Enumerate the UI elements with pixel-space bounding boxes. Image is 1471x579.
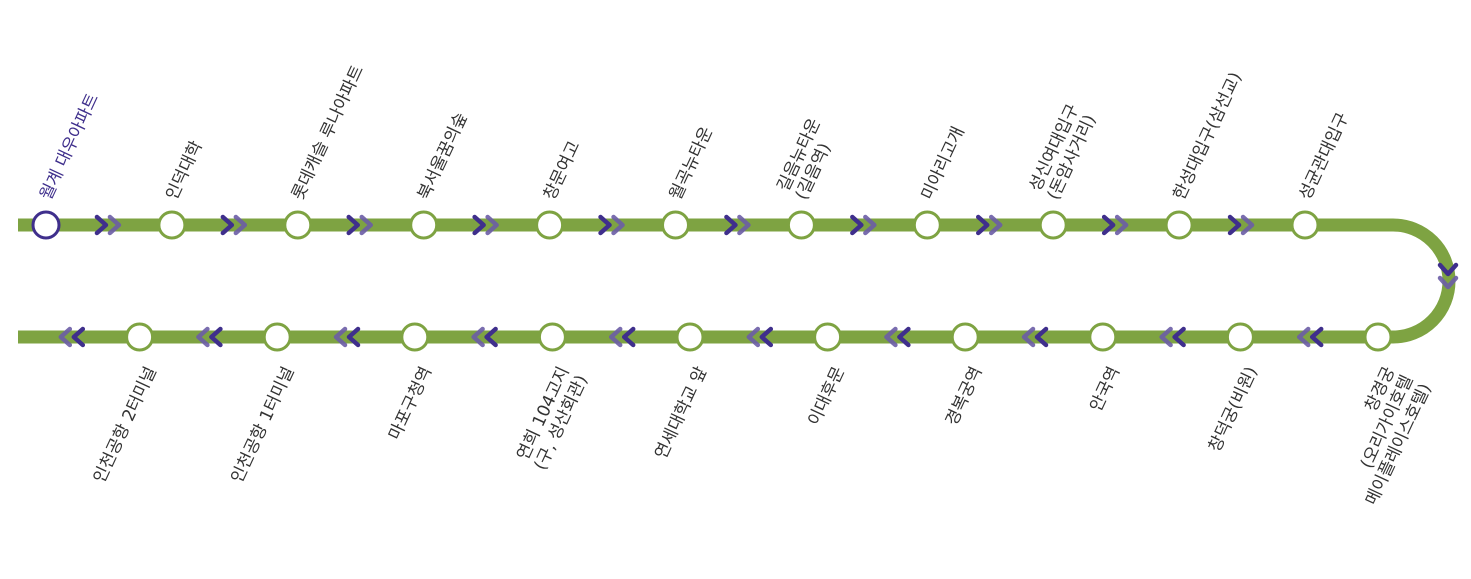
double-chevron-icon	[1159, 326, 1186, 348]
station-label-line: 북서울꿈의숲	[414, 110, 472, 204]
station-marker[interactable]	[1088, 322, 1118, 352]
station-label-line: 월계 대우아파트	[36, 91, 103, 204]
station-label: 길음뉴타운(길음역)	[774, 115, 836, 203]
double-chevron-icon	[1437, 262, 1459, 290]
station-marker[interactable]	[786, 210, 816, 240]
station-label: 롯데캐슬 루나아파트	[288, 62, 368, 203]
double-chevron-icon	[884, 326, 911, 348]
station-marker[interactable]	[1363, 322, 1393, 352]
double-chevron-icon	[94, 214, 122, 236]
double-chevron-icon	[1296, 326, 1324, 348]
station-label-line: 인덕대학	[162, 138, 207, 203]
station-label: 창문여고	[540, 138, 585, 203]
station-label: 성균관대입구	[1295, 110, 1353, 204]
double-chevron-icon	[598, 214, 625, 236]
station-label-line: 성균관대입구	[1295, 110, 1353, 204]
station-marker[interactable]	[661, 210, 690, 240]
station-label-line: 이대후문	[804, 364, 849, 429]
station-label-line: 경복궁역	[942, 364, 987, 429]
station-marker[interactable]	[950, 322, 980, 352]
station-marker[interactable]	[1290, 210, 1320, 240]
station-label-line: 마포구청역	[385, 364, 436, 443]
station-label: 한성대입구(삼선교)	[1170, 69, 1247, 203]
station-label: 미아리고개	[918, 124, 969, 203]
double-chevron-icon	[196, 326, 223, 348]
station-marker[interactable]	[262, 322, 292, 352]
station-marker[interactable]	[535, 210, 565, 240]
station-label: 인천공항 1터미널	[227, 364, 298, 486]
station-label: 성신여대입구(돈암사거리)	[1025, 101, 1100, 203]
double-chevron-icon	[608, 326, 636, 348]
station-label: 연희 104고지(구, 성산회관)	[513, 364, 592, 474]
double-chevron-icon	[471, 326, 498, 348]
double-chevron-icon	[1101, 214, 1129, 236]
station-label: 인덕대학	[162, 138, 207, 203]
double-chevron-icon	[1227, 214, 1255, 236]
station-label: 인천공항 2터미널	[90, 364, 161, 486]
station-label: 월계 대우아파트	[36, 91, 103, 204]
station-marker[interactable]	[125, 322, 155, 352]
station-marker[interactable]	[157, 210, 187, 240]
double-chevron-icon	[58, 326, 86, 348]
station-marker[interactable]	[283, 210, 313, 240]
station-label-line: 연세대학교 앞	[651, 363, 711, 462]
route-line	[18, 218, 1456, 344]
double-chevron-icon	[346, 214, 373, 236]
station-label-line: 인천공항 2터미널	[90, 364, 161, 486]
station-marker[interactable]	[1164, 210, 1194, 240]
station-label-line: 창문여고	[540, 138, 585, 203]
direction-chevrons	[58, 214, 1459, 348]
station-label: 안국역	[1086, 364, 1124, 415]
station-marker[interactable]	[912, 210, 942, 240]
station-marker[interactable]	[813, 322, 843, 352]
station-label-line: 안국역	[1086, 364, 1124, 415]
station-label: 월곡뉴타운	[666, 124, 717, 203]
station-label-line: 롯데캐슬 루나아파트	[288, 62, 368, 203]
station-label-line: 한성대입구(삼선교)	[1170, 69, 1247, 203]
station-marker[interactable]	[31, 210, 61, 240]
station-label-line: 월곡뉴타운	[666, 124, 717, 203]
station-marker[interactable]	[409, 210, 439, 240]
station-label-line: 인천공항 1터미널	[227, 364, 298, 486]
station-label-line: 창덕궁(비원)	[1205, 364, 1262, 455]
station-marker[interactable]	[675, 322, 705, 352]
station-label-line: 미아리고개	[918, 124, 969, 203]
station-label: 창덕궁(비원)	[1205, 364, 1262, 455]
route-path	[18, 218, 1456, 344]
double-chevron-icon	[724, 214, 751, 236]
double-chevron-icon	[472, 214, 499, 236]
double-chevron-icon	[1021, 326, 1049, 348]
double-chevron-icon	[746, 326, 774, 348]
double-chevron-icon	[850, 214, 877, 236]
station-marker[interactable]	[1225, 322, 1255, 352]
station-labels: 월계 대우아파트 인덕대학 롯데캐슬 루나아파트 북서울꿈의숲 창문여고 월곡뉴타운 길음뉴…	[36, 62, 1435, 508]
station-label: 이대후문	[804, 364, 849, 429]
double-chevron-icon	[220, 214, 248, 236]
station-label: 경복궁역	[942, 364, 987, 429]
station-marker[interactable]	[537, 322, 567, 352]
station-label: 연세대학교 앞	[651, 363, 711, 462]
double-chevron-icon	[333, 326, 361, 348]
station-label: 마포구청역	[385, 364, 436, 443]
stations	[31, 210, 1393, 352]
station-label: 북서울꿈의숲	[414, 110, 472, 204]
double-chevron-icon	[976, 214, 1003, 236]
station-marker[interactable]	[400, 322, 430, 352]
station-marker[interactable]	[1038, 210, 1068, 240]
